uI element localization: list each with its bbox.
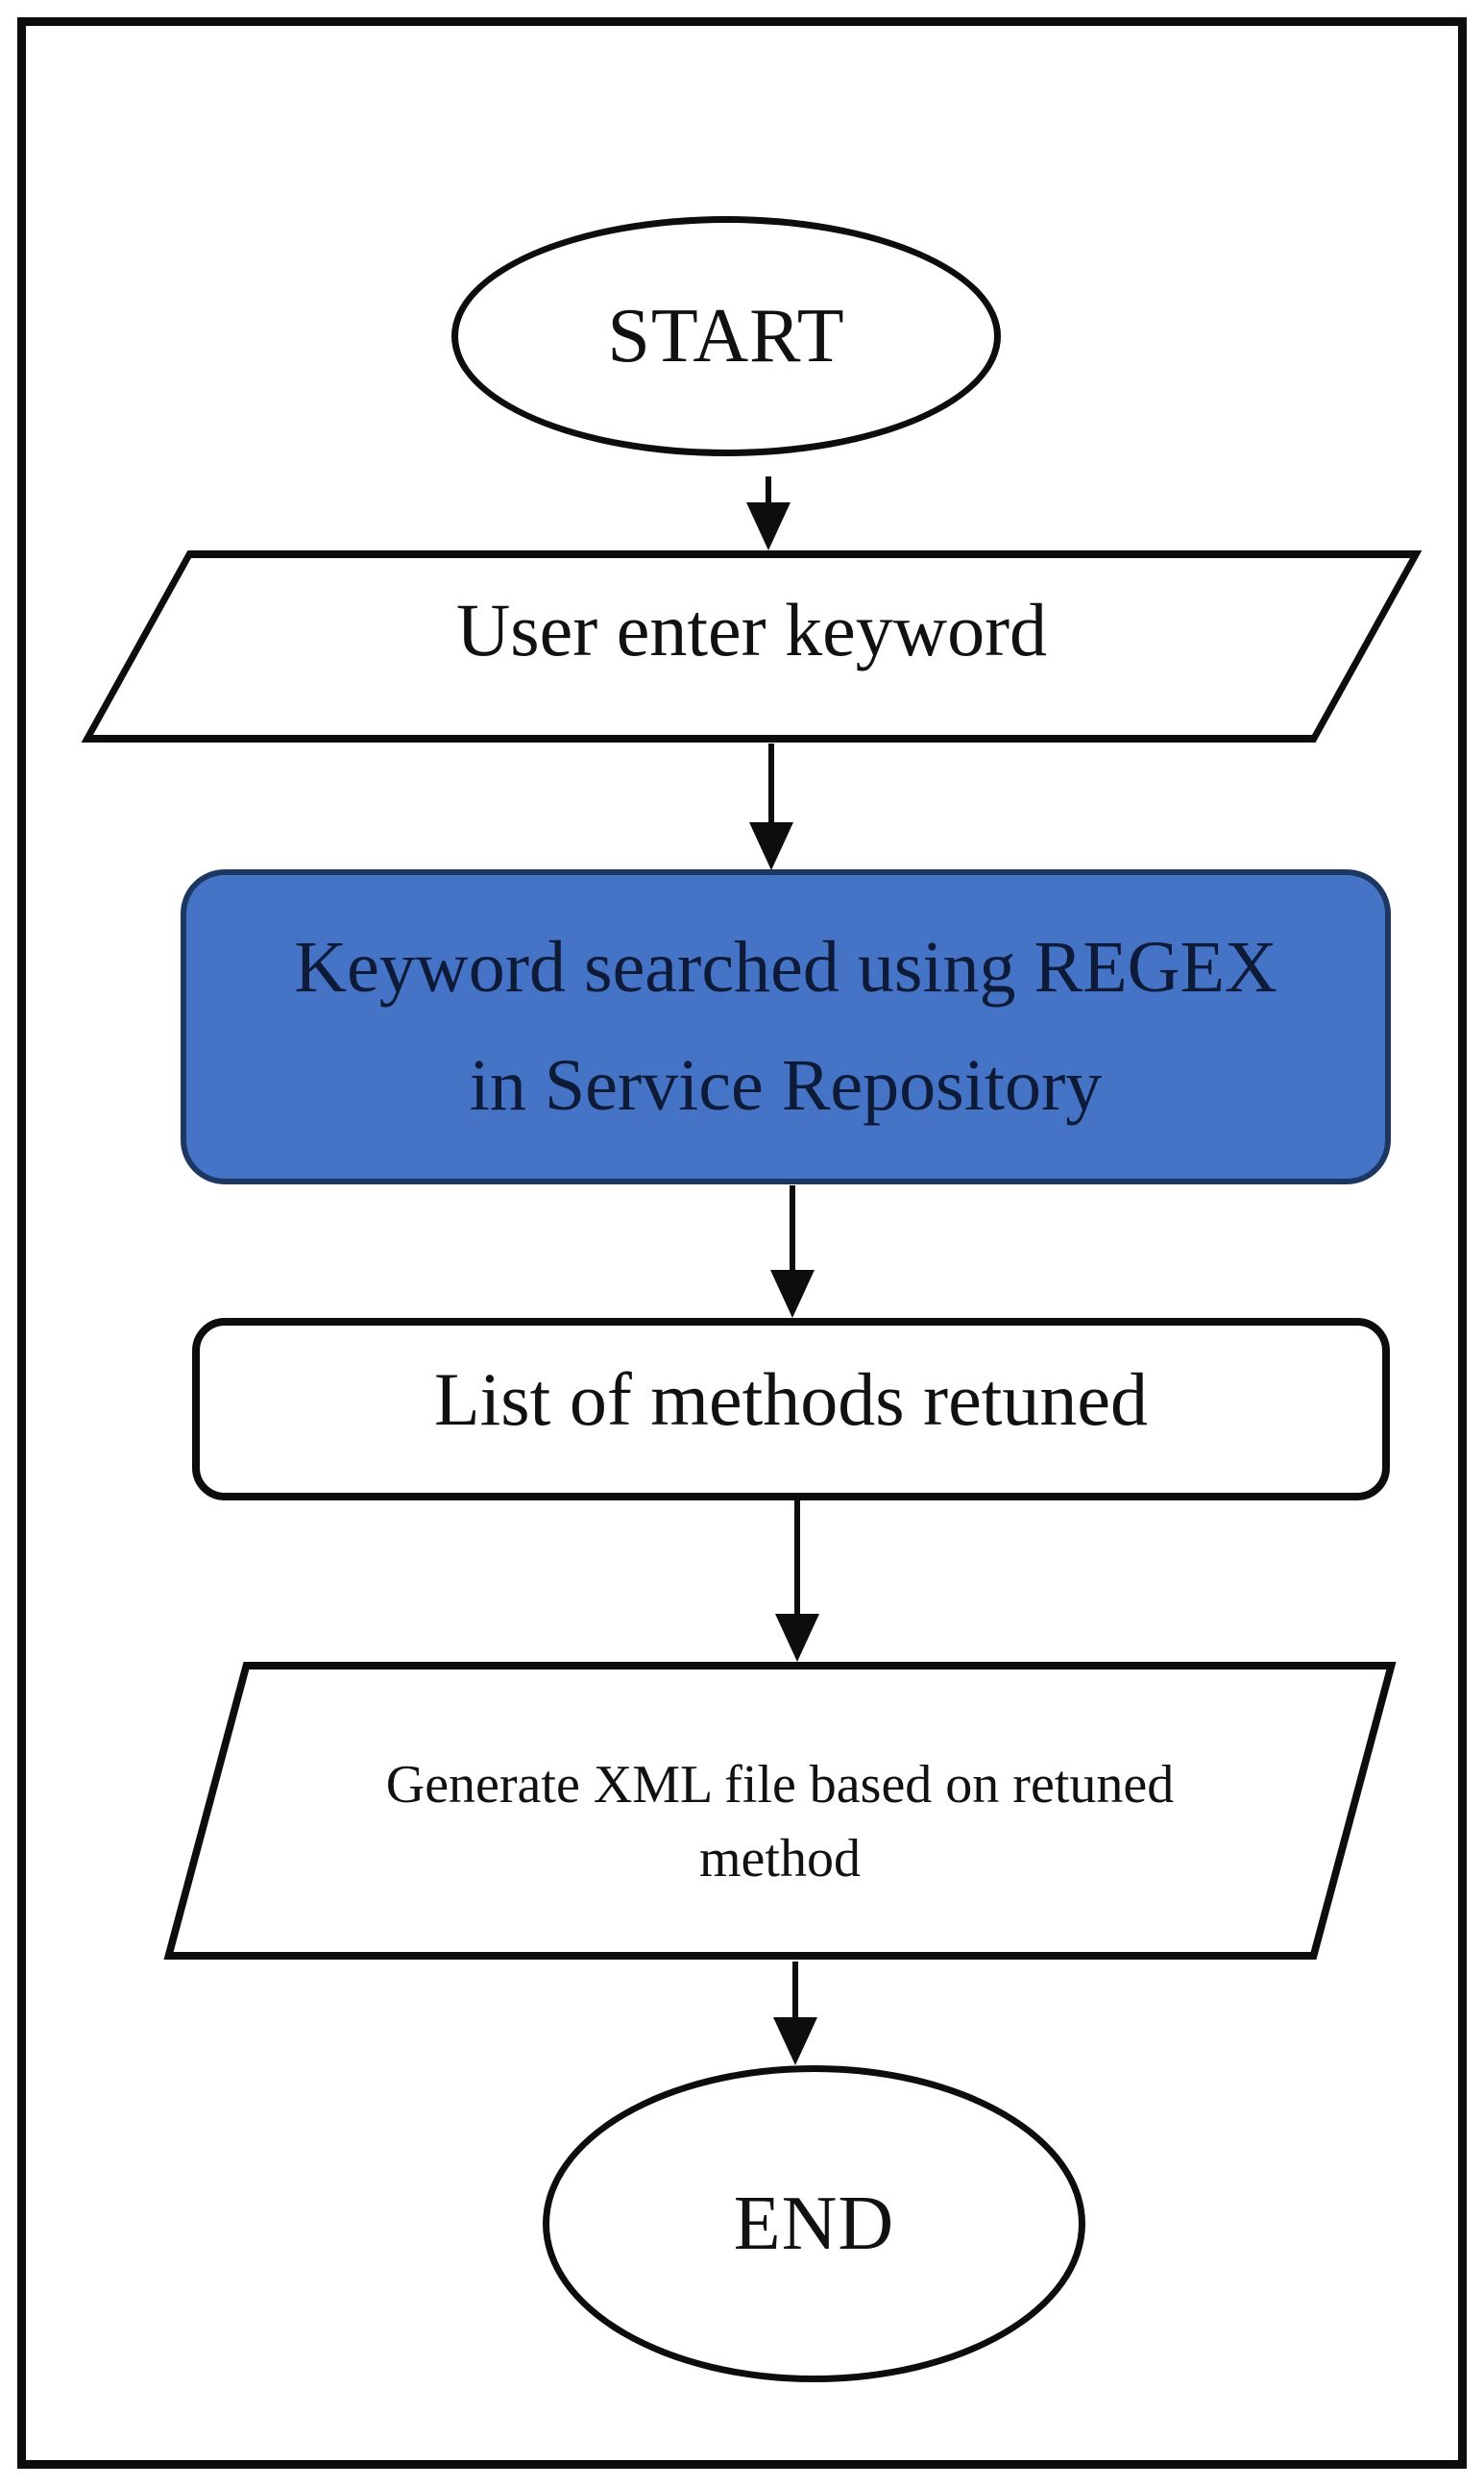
down-arrow-start-to-input bbox=[746, 476, 791, 550]
down-arrow-input-to-search bbox=[749, 743, 793, 870]
arrow-head-icon bbox=[773, 2017, 817, 2065]
arrow-head-icon bbox=[770, 1270, 815, 1318]
node-generate-xml-parallelogram: Generate XML file based on retuned metho… bbox=[163, 1662, 1397, 1960]
generate-xml-label-line2: method bbox=[699, 1829, 861, 1889]
start-label: START bbox=[607, 293, 845, 378]
generate-xml-label-line1: Generate XML file based on retuned bbox=[385, 1754, 1175, 1815]
node-list-of-methods-process: List of methods retuned bbox=[192, 1318, 1390, 1500]
node-end-terminator: END bbox=[543, 2065, 1085, 2382]
arrow-head-icon bbox=[749, 822, 793, 870]
arrow-shaft bbox=[794, 1500, 800, 1614]
keyword-searched-label-line1: Keyword searched using REGEX bbox=[294, 926, 1277, 1008]
down-arrow-list-to-generate bbox=[775, 1500, 819, 1662]
arrow-shaft bbox=[790, 1185, 795, 1270]
down-arrow-search-to-list bbox=[770, 1185, 815, 1318]
keyword-searched-label-line2: in Service Repository bbox=[469, 1045, 1103, 1126]
down-arrow-generate-to-end bbox=[773, 1962, 817, 2065]
diagram-border-frame bbox=[17, 17, 1467, 2469]
node-start-terminator: START bbox=[451, 216, 1001, 456]
arrow-head-icon bbox=[775, 1614, 819, 1662]
node-inner: User enter keyword bbox=[142, 558, 1361, 735]
node-inner: Generate XML file based on retuned metho… bbox=[211, 1670, 1349, 1952]
user-enter-keyword-label: User enter keyword bbox=[455, 588, 1048, 671]
node-keyword-searched-process: Keyword searched using REGEX in Service … bbox=[181, 869, 1391, 1184]
end-label: END bbox=[733, 2181, 895, 2266]
list-of-methods-label: List of methods retuned bbox=[433, 1357, 1149, 1441]
arrow-shaft bbox=[792, 1962, 798, 2017]
node-user-enter-keyword-parallelogram: User enter keyword bbox=[81, 550, 1423, 743]
arrow-shaft bbox=[768, 743, 774, 822]
arrow-shaft bbox=[766, 476, 771, 502]
arrow-head-icon bbox=[746, 502, 791, 550]
